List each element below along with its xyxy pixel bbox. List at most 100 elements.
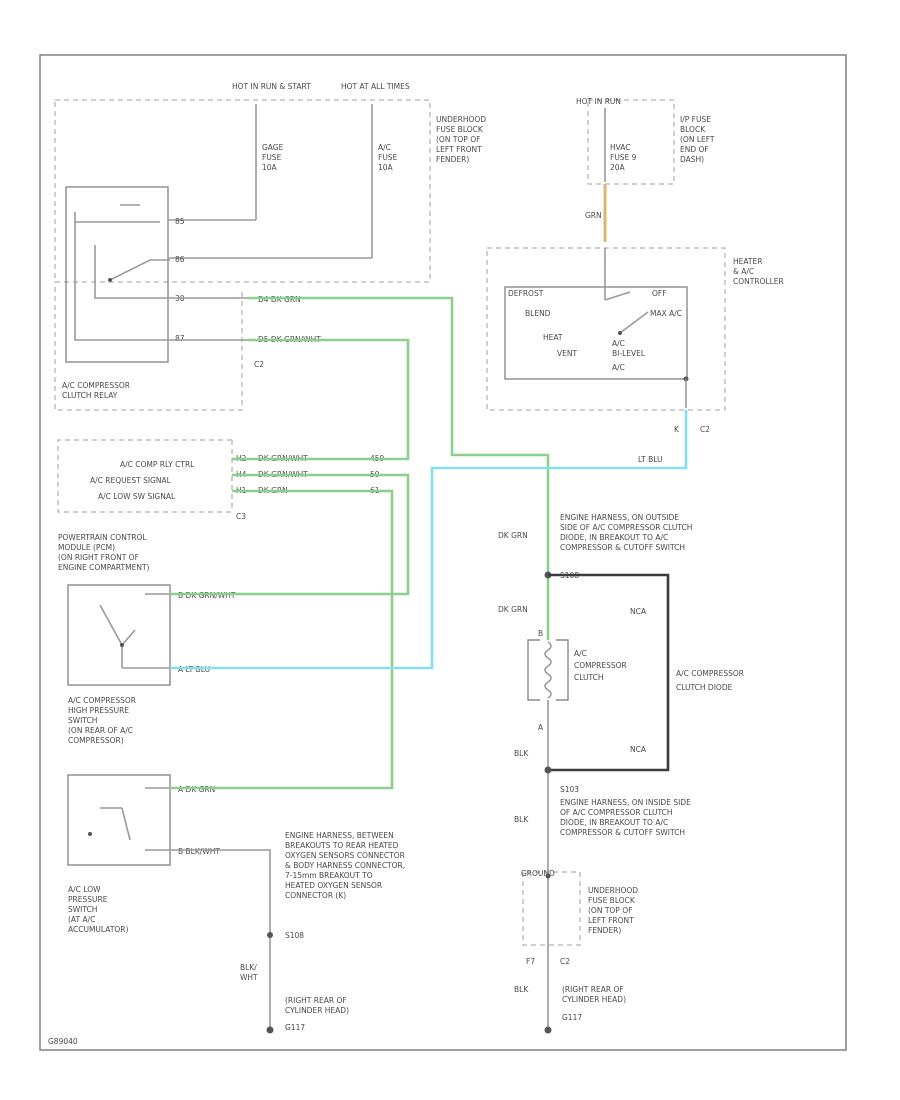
compressor-clutch-assembly: ENGINE HARNESS, ON OUTSIDE SIDE OF A/C C… [498, 513, 744, 1030]
svg-text:A/C COMPRESSOR: A/C COMPRESSOR [68, 696, 136, 705]
svg-text:87: 87 [175, 334, 185, 343]
svg-text:10A: 10A [262, 163, 278, 172]
svg-text:A/C COMP RLY CTRL: A/C COMP RLY CTRL [120, 460, 195, 469]
svg-text:C3: C3 [236, 512, 246, 521]
figure-id: G89040 [48, 1037, 78, 1046]
svg-text:POWERTRAIN CONTROL: POWERTRAIN CONTROL [58, 533, 148, 542]
right-ground-circuit: S103 ENGINE HARNESS, ON INSIDE SIDE OF A… [514, 785, 691, 1034]
svg-text:LEFT FRONT: LEFT FRONT [588, 916, 634, 925]
svg-text:END OF: END OF [680, 145, 709, 154]
svg-text:A/C: A/C [378, 143, 391, 152]
svg-text:F7: F7 [526, 957, 535, 966]
svg-text:FUSE BLOCK: FUSE BLOCK [588, 896, 636, 905]
svg-text:HOT IN RUN: HOT IN RUN [576, 97, 621, 106]
svg-text:(ON LEFT: (ON LEFT [680, 135, 715, 144]
svg-text:GROUND: GROUND [521, 869, 555, 878]
dk-grn-wht-wire-relay-to-pcm [232, 338, 410, 461]
svg-text:LT BLU: LT BLU [638, 455, 663, 464]
high-pressure-switch: B DK GRN/WHT A LT BLU A/C COMPRESSOR HIG… [67, 584, 236, 745]
svg-text:85: 85 [175, 217, 185, 226]
left-ground-circuit: ENGINE HARNESS, BETWEEN BREAKOUTS TO REA… [170, 831, 405, 1034]
svg-text:DASH): DASH) [680, 155, 704, 164]
svg-text:A/C COMPRESSOR: A/C COMPRESSOR [676, 669, 744, 678]
svg-text:OXYGEN SENSORS CONNECTOR: OXYGEN SENSORS CONNECTOR [285, 851, 405, 860]
svg-text:COMPRESSOR & CUTOFF SWITCH: COMPRESSOR & CUTOFF SWITCH [560, 543, 685, 552]
svg-text:WHT: WHT [240, 973, 258, 982]
svg-text:MAX A/C: MAX A/C [650, 309, 682, 318]
svg-text:B: B [538, 629, 543, 638]
svg-text:B DK GRN/WHT: B DK GRN/WHT [178, 591, 236, 600]
svg-text:DIODE, IN BREAKOUT TO A/C: DIODE, IN BREAKOUT TO A/C [560, 533, 668, 542]
svg-text:A/C: A/C [612, 363, 625, 372]
svg-text:PRESSURE: PRESSURE [68, 895, 108, 904]
svg-text:NCA: NCA [630, 745, 647, 754]
svg-text:OFF: OFF [652, 289, 667, 298]
low-pressure-switch: A DK GRN B BLK/WHT A/C LOW PRESSURE SWIT… [67, 774, 220, 934]
svg-text:S108: S108 [285, 931, 304, 940]
svg-text:G117: G117 [562, 1013, 582, 1022]
svg-text:NCA: NCA [630, 607, 647, 616]
svg-text:COMPRESSOR): COMPRESSOR) [68, 736, 124, 745]
svg-text:DIODE, IN BREAKOUT TO A/C: DIODE, IN BREAKOUT TO A/C [560, 818, 668, 827]
svg-text:ENGINE HARNESS, ON OUTSIDE: ENGINE HARNESS, ON OUTSIDE [560, 513, 679, 522]
svg-text:10A: 10A [378, 163, 394, 172]
svg-text:A: A [538, 723, 544, 732]
svg-text:CYLINDER HEAD): CYLINDER HEAD) [285, 1006, 349, 1015]
svg-text:HEATER: HEATER [733, 257, 762, 266]
dk-grn-wire-pcm-to-low-switch [170, 489, 394, 790]
svg-text:S103: S103 [560, 785, 579, 794]
underhood-fuse-block-top: HOT IN RUN & START HOT AT ALL TIMES GAGE… [54, 82, 486, 283]
heater-ac-controller: HEATER & A/C CONTROLLER DEFROST BLEND HE… [486, 247, 784, 464]
svg-text:LEFT FRONT: LEFT FRONT [436, 145, 482, 154]
svg-text:BI-LEVEL: BI-LEVEL [612, 349, 646, 358]
dk-grn-wht-wire-pcm-to-high-switch [170, 473, 410, 596]
svg-text:C2: C2 [560, 957, 570, 966]
svg-text:ENGINE COMPARTMENT): ENGINE COMPARTMENT) [58, 563, 150, 572]
svg-text:& A/C: & A/C [733, 267, 754, 276]
svg-text:BLK: BLK [514, 815, 529, 824]
svg-text:DEFROST: DEFROST [508, 289, 544, 298]
hot-in-run-label: HOT IN RUN & START [232, 82, 311, 91]
svg-text:FENDER): FENDER) [588, 926, 621, 935]
svg-text:A/C REQUEST SIGNAL: A/C REQUEST SIGNAL [90, 476, 172, 485]
hot-at-all-times-label: HOT AT ALL TIMES [341, 82, 410, 91]
svg-text:GRN: GRN [585, 211, 602, 220]
svg-text:FUSE BLOCK: FUSE BLOCK [436, 125, 484, 134]
ac-compressor-clutch-relay: 85 86 30 87 C2 D4 DK GRN D5 DK GRN/WHT A… [54, 186, 372, 411]
svg-text:FUSE 9: FUSE 9 [610, 153, 637, 162]
svg-text:(ON RIGHT FRONT OF: (ON RIGHT FRONT OF [58, 553, 139, 562]
diagram-border [39, 54, 847, 1051]
svg-text:A/C LOW: A/C LOW [68, 885, 101, 894]
svg-text:UNDERHOOD: UNDERHOOD [588, 886, 638, 895]
svg-text:A/C: A/C [574, 649, 587, 658]
svg-text:C2: C2 [700, 425, 710, 434]
svg-text:K: K [674, 425, 680, 434]
svg-text:BLK: BLK [514, 985, 529, 994]
ip-fuse-block: HOT IN RUN HVAC FUSE 9 20A I/P FUSE BLOC… [576, 97, 715, 185]
svg-text:HEATED OXYGEN SENSOR: HEATED OXYGEN SENSOR [285, 881, 382, 890]
svg-text:A/C: A/C [612, 339, 625, 348]
svg-text:(ON TOP OF: (ON TOP OF [588, 906, 632, 915]
svg-text:7-15mm BREAKOUT TO: 7-15mm BREAKOUT TO [285, 871, 373, 880]
svg-text:A DK GRN: A DK GRN [178, 785, 215, 794]
lt-blu-wire-controller-to-high-switch [170, 410, 688, 670]
svg-text:SIDE OF A/C COMPRESSOR CLUTCH: SIDE OF A/C COMPRESSOR CLUTCH [560, 523, 692, 532]
svg-text:G117: G117 [285, 1023, 305, 1032]
svg-text:CLUTCH: CLUTCH [574, 673, 604, 682]
svg-text:VENT: VENT [557, 349, 577, 358]
svg-text:A/C COMPRESSOR: A/C COMPRESSOR [62, 381, 130, 390]
svg-text:DK GRN: DK GRN [498, 605, 528, 614]
svg-text:CLUTCH RELAY: CLUTCH RELAY [62, 391, 118, 400]
svg-text:BLOCK: BLOCK [680, 125, 706, 134]
svg-text:I/P FUSE: I/P FUSE [680, 115, 711, 124]
svg-text:(RIGHT REAR OF: (RIGHT REAR OF [285, 996, 347, 1005]
svg-text:ACCUMULATOR): ACCUMULATOR) [68, 925, 129, 934]
dk-grn-wire-relay-to-clutch [248, 296, 550, 640]
svg-text:ENGINE HARNESS, BETWEEN: ENGINE HARNESS, BETWEEN [285, 831, 394, 840]
svg-text:A LT BLU: A LT BLU [178, 665, 210, 674]
svg-text:A/C LOW SW SIGNAL: A/C LOW SW SIGNAL [98, 492, 176, 501]
svg-text:HVAC: HVAC [610, 143, 631, 152]
svg-text:COMPRESSOR: COMPRESSOR [574, 661, 627, 670]
svg-text:MODULE (PCM): MODULE (PCM) [58, 543, 115, 552]
